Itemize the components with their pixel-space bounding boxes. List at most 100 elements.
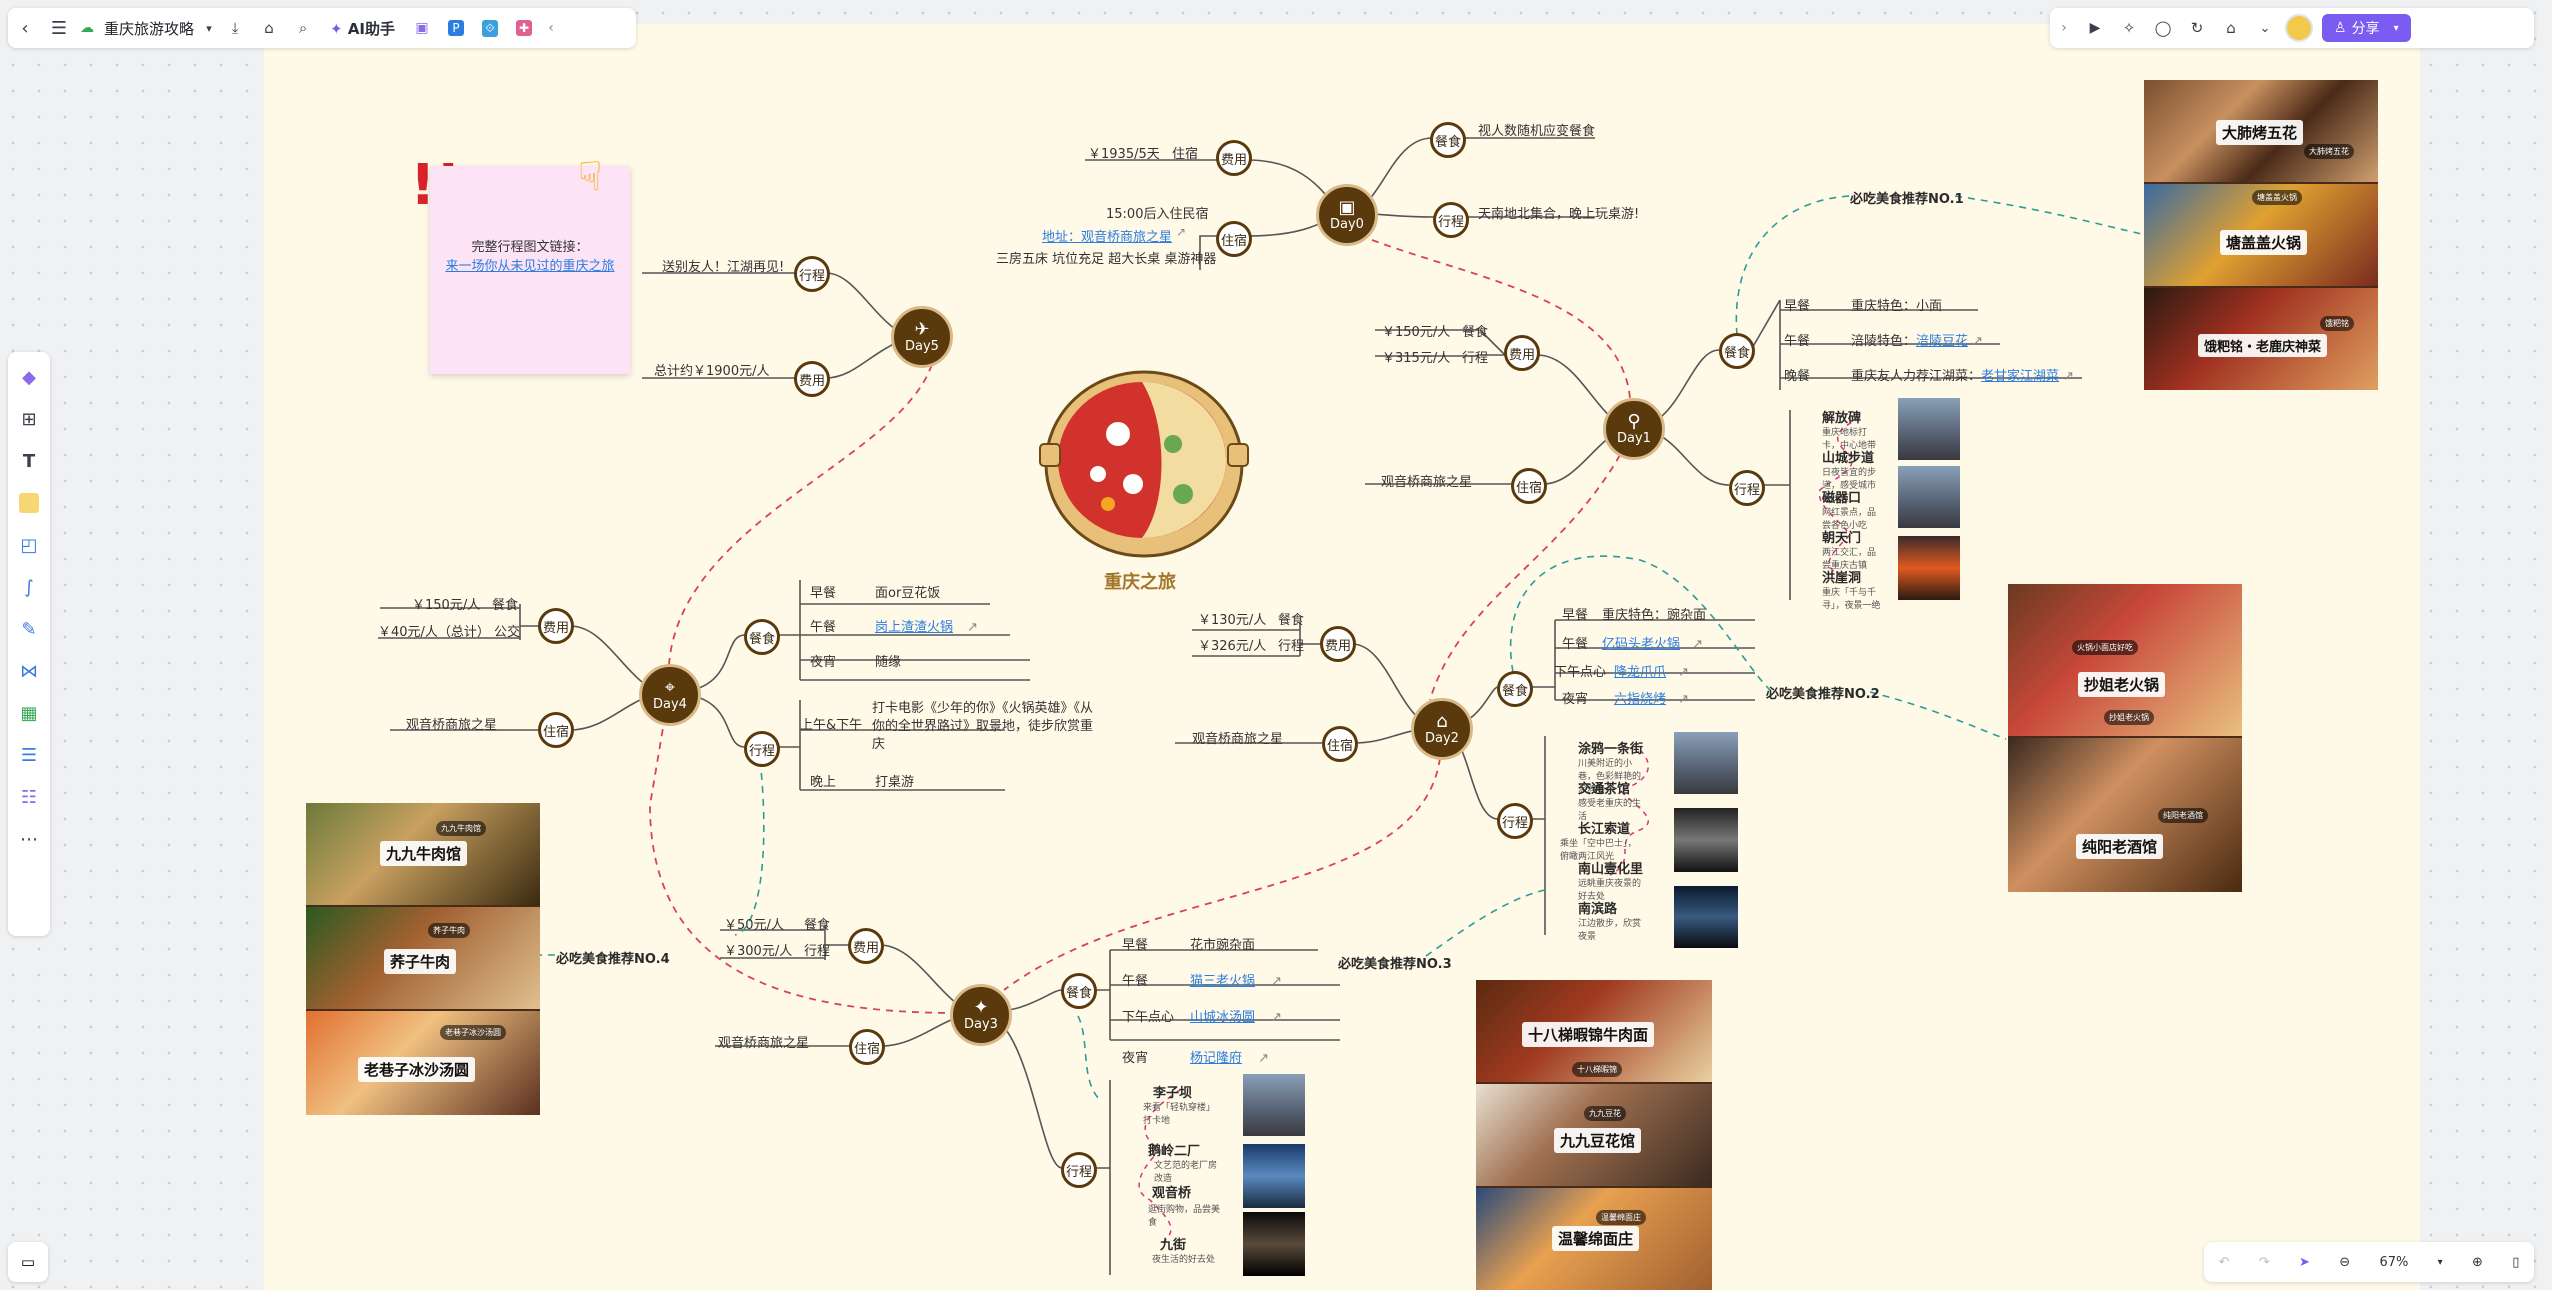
download-icon[interactable]: ⤓	[231, 19, 239, 37]
day5-node[interactable]: ✈Day5	[891, 306, 953, 368]
day1-photo-1[interactable]	[1898, 398, 1960, 460]
day2-trip-node[interactable]: 行程	[1497, 803, 1533, 839]
external-link-icon[interactable]: ↗	[1258, 1051, 1270, 1066]
external-link-icon[interactable]: ↗	[2063, 369, 2075, 384]
image-plugin-icon[interactable]: ▣	[415, 20, 429, 36]
day0-fee-key[interactable]: 住宿	[1172, 147, 1199, 162]
rec-label-3[interactable]: 必吃美食推荐NO.3	[1338, 957, 1452, 972]
day1-meal-2-link[interactable]: 涪陵豆花	[1916, 334, 1969, 349]
day2-fee-1-value[interactable]: ￥130元/人	[1198, 613, 1267, 628]
zoom-out-icon[interactable]: ⊖	[2339, 1254, 2351, 1270]
sticky-note-icon[interactable]	[12, 486, 46, 520]
day4-fee-node[interactable]: 费用	[538, 608, 574, 644]
day0-stay-address[interactable]: 地址：观音桥商旅之星	[1042, 230, 1173, 245]
zoom-level[interactable]: 67%	[2379, 1254, 2409, 1270]
day3-meal-1-value[interactable]: 花市豌杂面	[1190, 938, 1256, 953]
day3-meal-3-key[interactable]: 下午点心	[1122, 1010, 1175, 1025]
undo-icon[interactable]: ↶	[2218, 1254, 2230, 1270]
table-icon[interactable]: ▦	[20, 702, 38, 724]
external-link-icon[interactable]: ↗	[1678, 692, 1690, 707]
day3-poi-1[interactable]: 李子坝	[1153, 1086, 1193, 1101]
day1-food-node[interactable]: 餐食	[1719, 333, 1755, 369]
day1-trip-node[interactable]: 行程	[1729, 470, 1765, 506]
day2-stay-value[interactable]: 观音桥商旅之星	[1192, 732, 1284, 747]
food-collage-4[interactable]: 九九牛肉馆 荞子牛肉 老巷子冰沙汤圆 九九牛肉馆 荞子牛肉 老巷子冰沙汤圆	[306, 803, 540, 1115]
day4-stay-value[interactable]: 观音桥商旅之星	[406, 718, 498, 733]
day3-fee-1-key[interactable]: 餐食	[804, 918, 831, 933]
templates-icon[interactable]: ◆	[22, 366, 36, 388]
day1-fee-1-value[interactable]: ￥150元/人	[1382, 325, 1451, 340]
day5-trip-node[interactable]: 行程	[794, 256, 830, 292]
day1-photo-3[interactable]	[1898, 536, 1960, 600]
day3-meal-2-key[interactable]: 午餐	[1122, 974, 1149, 989]
day1-poi-3[interactable]: 磁器口	[1822, 491, 1862, 506]
day3-photo-1[interactable]	[1243, 1074, 1305, 1136]
day4-trip-1-key[interactable]: 上午&下午	[800, 718, 863, 733]
day4-trip-node[interactable]: 行程	[744, 731, 780, 767]
day2-fee-2-key[interactable]: 行程	[1278, 639, 1305, 654]
avatar[interactable]	[2282, 11, 2316, 45]
day1-meal-3-key[interactable]: 晚餐	[1784, 369, 1811, 384]
external-link-icon[interactable]: ↗	[1678, 665, 1690, 680]
day2-stay-node[interactable]: 住宿	[1322, 726, 1358, 762]
collapse-toolbar-icon[interactable]: ‹	[548, 20, 554, 36]
day3-poi-2[interactable]: 鹅岭二厂	[1148, 1144, 1201, 1159]
day1-fee-1-key[interactable]: 餐食	[1462, 325, 1489, 340]
day2-poi-1[interactable]: 涂鸦一条街	[1578, 742, 1644, 757]
day3-photo-2[interactable]	[1243, 1144, 1305, 1208]
day3-meal-4-link[interactable]: 杨记隆府	[1190, 1051, 1243, 1066]
day3-meal-1-key[interactable]: 早餐	[1122, 938, 1149, 953]
day2-meal-1-value[interactable]: 重庆特色：豌杂面	[1602, 608, 1707, 623]
zoom-dropdown-icon[interactable]: ▾	[2437, 1256, 2443, 1268]
day4-meal-3-key[interactable]: 夜宵	[810, 655, 837, 670]
back-icon[interactable]: ‹	[21, 17, 29, 39]
day2-food-node[interactable]: 餐食	[1497, 671, 1533, 707]
present-icon[interactable]: ▶	[2089, 20, 2101, 36]
day2-fee-2-value[interactable]: ￥326元/人	[1198, 639, 1267, 654]
day0-trip-value[interactable]: 天南地北集合，晚上玩桌游!	[1478, 207, 1640, 222]
day2-node[interactable]: ⌂Day2	[1411, 698, 1473, 760]
day3-fee-node[interactable]: 费用	[848, 928, 884, 964]
more-tools-icon[interactable]: ⋯	[20, 828, 38, 850]
expand-icon[interactable]: ›	[2061, 20, 2067, 36]
day2-poi-4[interactable]: 南山壹化里	[1578, 862, 1644, 877]
rec-label-4[interactable]: 必吃美食推荐NO.4	[556, 952, 670, 967]
chevron-down-icon[interactable]: ▾	[206, 21, 212, 35]
day2-meal-1-key[interactable]: 早餐	[1562, 608, 1589, 623]
day1-meal-2-value[interactable]: 涪陵特色：	[1851, 334, 1917, 349]
day4-meal-2-link[interactable]: 岗上渣渣火锅	[875, 620, 954, 635]
day4-meal-1-key[interactable]: 早餐	[810, 586, 837, 601]
day1-poi-2[interactable]: 山城步道	[1822, 451, 1875, 466]
day4-food-node[interactable]: 餐食	[744, 619, 780, 655]
day1-poi-5[interactable]: 洪崖洞	[1822, 571, 1862, 586]
day2-fee-node[interactable]: 费用	[1320, 626, 1356, 662]
day0-stay-node[interactable]: 住宿	[1216, 221, 1252, 257]
day3-fee-1-value[interactable]: ￥50元/人	[724, 918, 784, 933]
day5-fee-value[interactable]: 总计约￥1900元/人	[654, 364, 770, 379]
day4-trip-2-key[interactable]: 晚上	[810, 775, 837, 790]
day4-trip-2-value[interactable]: 打桌游	[875, 775, 915, 790]
day1-fee-node[interactable]: 费用	[1504, 335, 1540, 371]
day2-fee-1-key[interactable]: 餐食	[1278, 613, 1305, 628]
day0-stay-3[interactable]: 三房五床 坑位充足 超大长桌 桌游神器	[996, 252, 1217, 267]
external-link-icon[interactable]: ↗	[1271, 974, 1283, 989]
food-collage-1[interactable]: 大肺烤五花 塘盖盖火锅 饿粑铭・老鹿庆神菜 大肺烤五花 塘盖盖火锅 饿粑铭	[2144, 80, 2378, 390]
day1-stay-node[interactable]: 住宿	[1511, 468, 1547, 504]
external-link-icon[interactable]: ↗	[1176, 225, 1187, 239]
external-link-icon[interactable]: ↗	[1271, 1010, 1283, 1025]
day0-fee-value[interactable]: ￥1935/5天	[1088, 147, 1160, 162]
day0-food-node[interactable]: 餐食	[1430, 122, 1466, 158]
day5-trip-value[interactable]: 送别友人！江湖再见!	[662, 260, 785, 275]
day4-fee-2-value[interactable]: ￥40元/人（总计）	[378, 625, 490, 640]
day3-photo-3[interactable]	[1243, 1212, 1305, 1276]
more-down-icon[interactable]: ⌄	[2259, 20, 2271, 36]
pointer-icon[interactable]: ➤	[2299, 1254, 2310, 1270]
day3-poi-4[interactable]: 九街	[1160, 1238, 1187, 1253]
menu-icon[interactable]: ☰	[50, 17, 68, 39]
day2-meal-2-link[interactable]: 亿码头老火锅	[1602, 637, 1681, 652]
day2-meal-3-link[interactable]: 降龙爪爪	[1614, 665, 1667, 680]
day3-meal-4-key[interactable]: 夜宵	[1122, 1051, 1149, 1066]
rec-label-2[interactable]: 必吃美食推荐NO.2	[1766, 687, 1880, 702]
list-icon[interactable]: ☷	[20, 786, 38, 808]
day4-trip-1-value[interactable]: 打卡电影《少年的你》《火锅英雄》《从你的全世界路过》取景地，徒步欣赏重庆	[872, 701, 1094, 752]
